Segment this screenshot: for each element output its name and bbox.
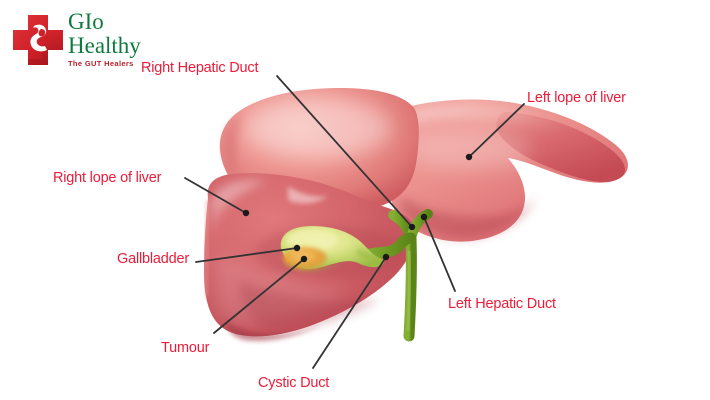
label-left-lobe-of-liver: Left lope of liver bbox=[527, 90, 626, 106]
endpoint-gallbladder bbox=[293, 244, 301, 252]
leader-left-lobe bbox=[468, 103, 525, 158]
logo-tagline: The GUT Healers bbox=[68, 59, 134, 68]
label-right-hepatic-duct: Right Hepatic Duct bbox=[141, 60, 259, 76]
leader-right-lobe bbox=[184, 177, 247, 214]
leader-tumour bbox=[213, 258, 305, 334]
label-right-lobe-of-liver: Right lope of liver bbox=[53, 170, 162, 186]
label-left-hepatic-duct: Left Hepatic Duct bbox=[448, 296, 556, 312]
duct-highlight bbox=[406, 250, 411, 332]
endpoint-cystic-duct bbox=[382, 253, 390, 261]
leader-cystic-duct bbox=[312, 256, 387, 369]
cystic-duct-shape bbox=[360, 232, 417, 261]
leader-right-hepatic-duct bbox=[276, 75, 413, 228]
leader-endpoints bbox=[242, 153, 473, 263]
endpoint-left-lobe bbox=[465, 153, 473, 161]
label-gallbladder: Gallbladder bbox=[117, 251, 189, 267]
logo-line-2: Healthy bbox=[68, 33, 141, 58]
endpoint-right-hepatic-duct bbox=[408, 223, 416, 231]
logo-line-1: GIo bbox=[68, 9, 104, 34]
medical-cross-stomach-icon bbox=[13, 15, 63, 65]
label-cystic-duct: Cystic Duct bbox=[258, 375, 330, 391]
endpoint-right-lobe bbox=[242, 209, 250, 217]
label-tumour: Tumour bbox=[161, 340, 210, 356]
leader-left-hepatic-duct bbox=[423, 216, 456, 292]
left-lobe-of-liver-shape bbox=[390, 99, 628, 242]
brand-logo: GIo Healthy The GUT Healers bbox=[10, 10, 160, 72]
endpoint-left-hepatic-duct bbox=[420, 213, 428, 221]
leader-lines bbox=[184, 75, 525, 369]
leader-gallbladder bbox=[195, 247, 298, 263]
right-lobe-edge-highlight bbox=[203, 199, 210, 297]
logo-wordmark: GIo Healthy The GUT Healers bbox=[68, 10, 160, 68]
endpoint-tumour bbox=[300, 255, 308, 263]
